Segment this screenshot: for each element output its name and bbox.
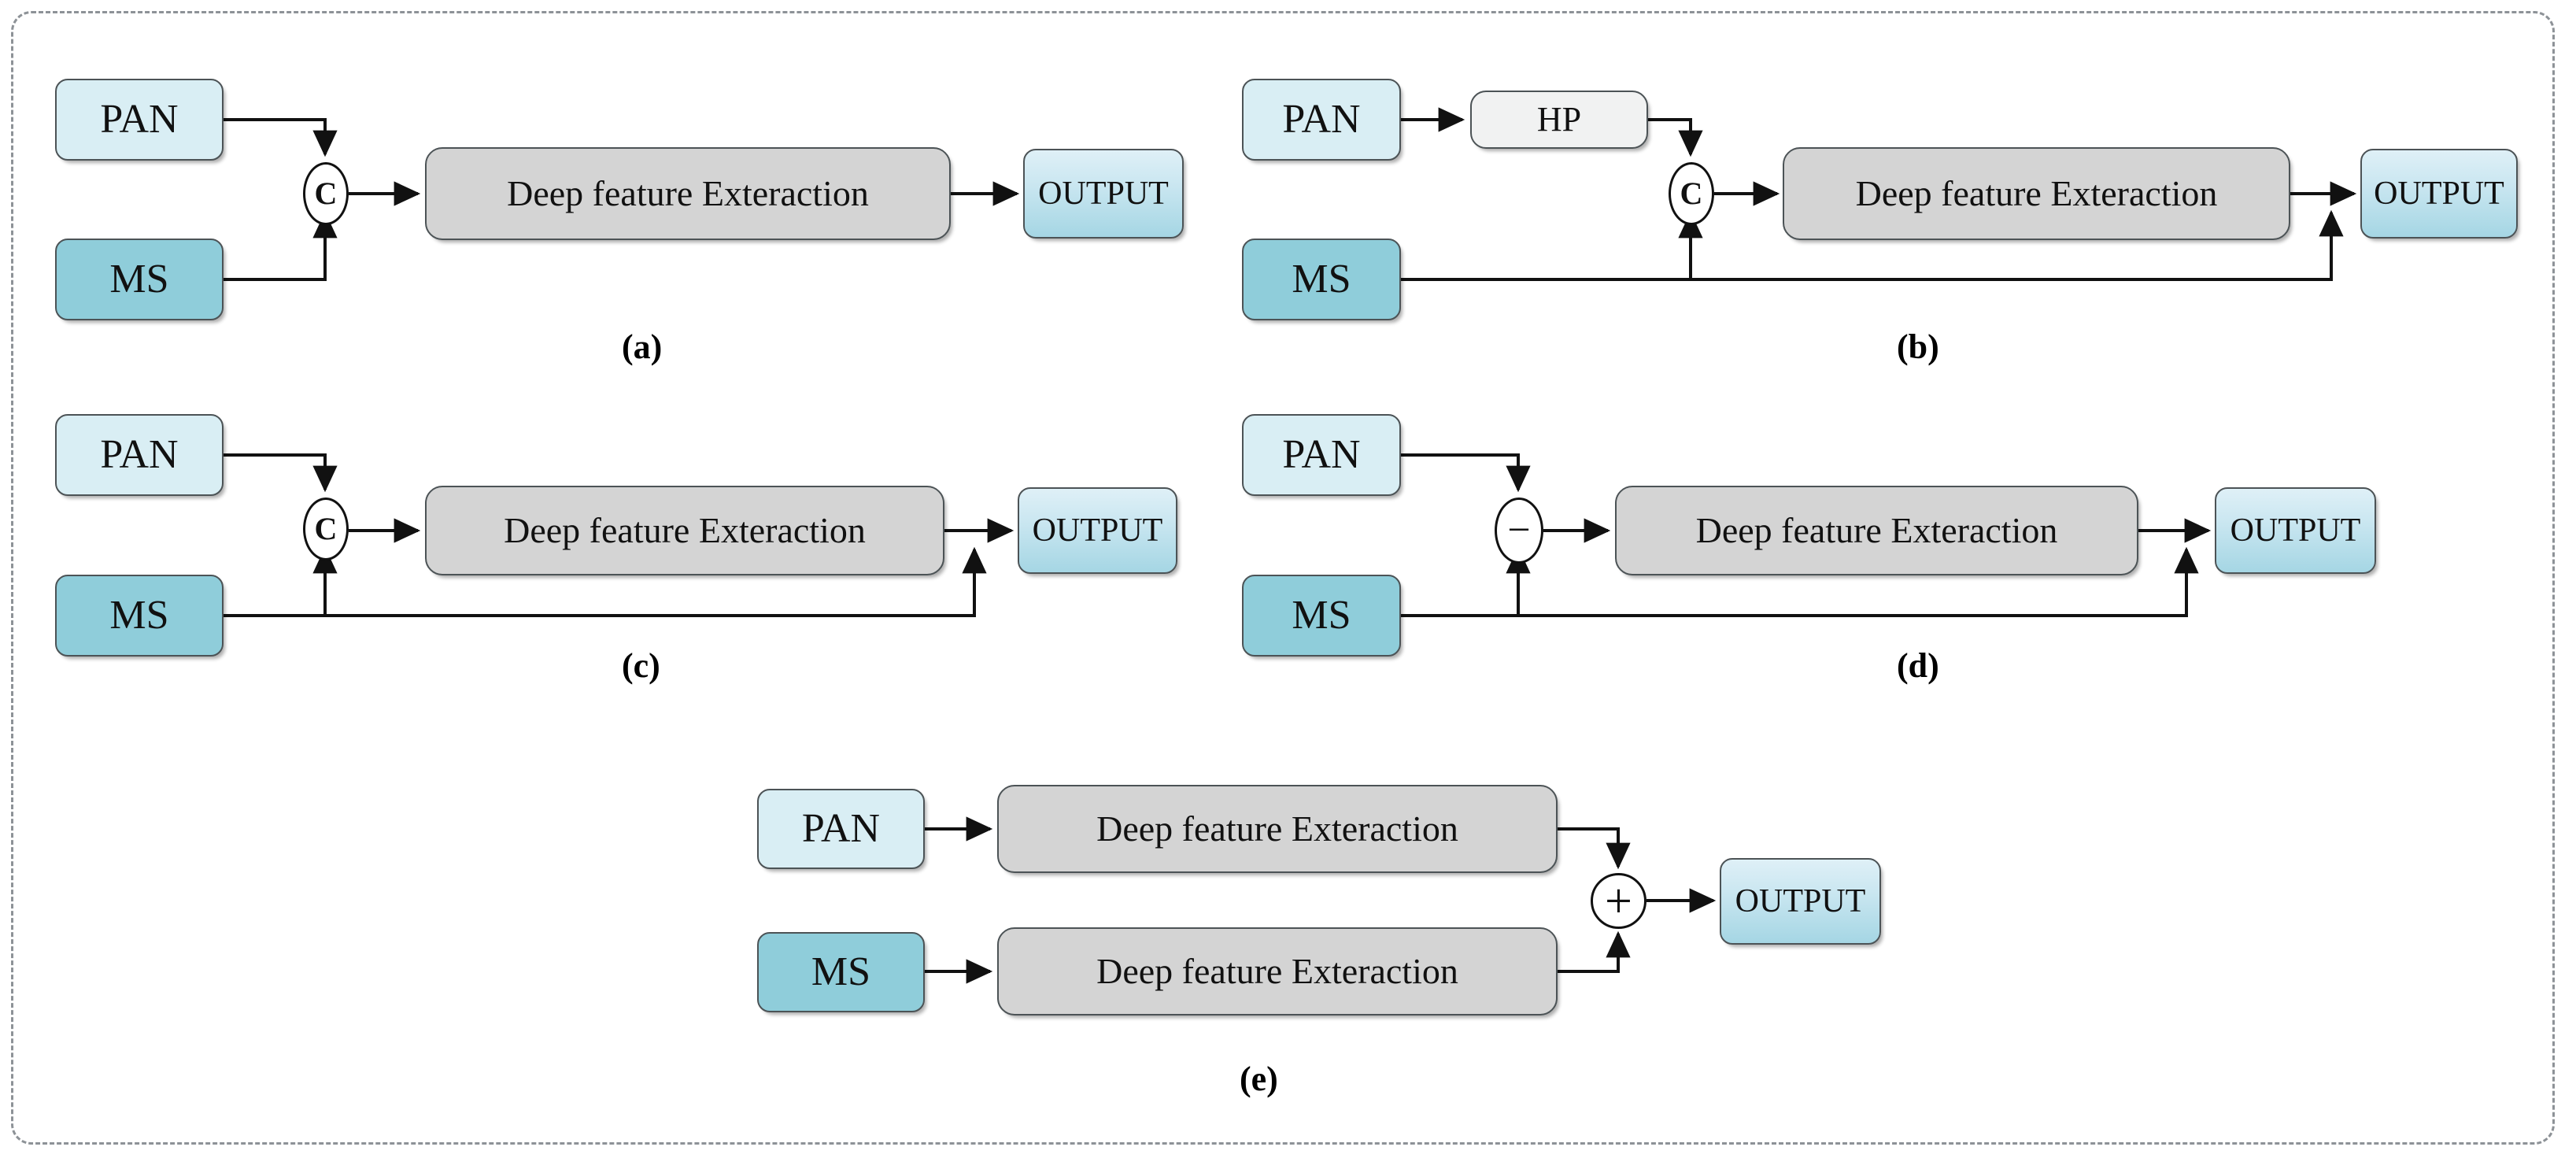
- panel-d-pan-node[interactable]: PAN: [1242, 414, 1401, 496]
- panel-a-output-label: OUTPUT: [1038, 176, 1169, 212]
- panel-b-output-node[interactable]: OUTPUT: [2360, 149, 2518, 239]
- panel-d-output-label: OUTPUT: [2230, 512, 2361, 549]
- panel-d-pan-label: PAN: [1282, 432, 1361, 477]
- panel-e-output-node[interactable]: OUTPUT: [1720, 858, 1881, 945]
- panel-a-concat-symbol: C: [314, 176, 338, 211]
- panel-d-output-node[interactable]: OUTPUT: [2215, 487, 2376, 574]
- panel-b-hp-label: HP: [1536, 100, 1582, 139]
- panel-e-ms-label: MS: [811, 949, 871, 994]
- panel-a-ms-label: MS: [109, 257, 169, 301]
- panel-a-ms-node[interactable]: MS: [55, 239, 224, 320]
- panel-b-concat-operator[interactable]: C: [1669, 162, 1714, 225]
- panel-e-ms-node[interactable]: MS: [757, 932, 925, 1012]
- panel-b-caption: (b): [1897, 327, 1939, 366]
- panel-a-caption: (a): [622, 327, 663, 366]
- panel-c-caption: (c): [622, 646, 660, 685]
- panel-a-pan-node[interactable]: PAN: [55, 79, 224, 161]
- panel-e-add-symbol: +: [1605, 874, 1632, 928]
- panel-e-deep-feature-top-node[interactable]: Deep feature Exteraction: [997, 785, 1558, 873]
- panel-d-deep-feature-label: Deep feature Exteraction: [1695, 510, 2058, 550]
- panel-a-concat-operator[interactable]: C: [303, 162, 349, 225]
- panel-c-concat-operator[interactable]: C: [303, 498, 349, 560]
- panel-d-ms-label: MS: [1292, 593, 1351, 638]
- panel-c-pan-label: PAN: [100, 432, 179, 477]
- panel-a-deep-feature-label: Deep feature Exteraction: [507, 173, 869, 213]
- panel-c-output-node[interactable]: OUTPUT: [1018, 487, 1177, 574]
- panel-b-ms-label: MS: [1292, 257, 1351, 301]
- panel-b-output-label: OUTPUT: [2374, 176, 2504, 212]
- panel-e-deep-feature-bottom-label: Deep feature Exteraction: [1096, 951, 1458, 991]
- panel-b-ms-node[interactable]: MS: [1242, 239, 1401, 320]
- panel-c-pan-node[interactable]: PAN: [55, 414, 224, 496]
- panel-e-output-label: OUTPUT: [1735, 883, 1866, 919]
- panel-e-caption: (e): [1240, 1060, 1278, 1098]
- figure-dashed-border: [11, 11, 2555, 1145]
- panel-b-pan-label: PAN: [1282, 97, 1361, 142]
- panel-d-subtract-operator[interactable]: −: [1495, 498, 1543, 564]
- panel-c-concat-symbol: C: [314, 511, 338, 546]
- panel-e-pan-node[interactable]: PAN: [757, 789, 925, 869]
- panel-e-add-operator[interactable]: +: [1591, 873, 1646, 929]
- panel-b-hp-node[interactable]: HP: [1470, 91, 1648, 149]
- panel-b-deep-feature-label: Deep feature Exteraction: [1855, 173, 2218, 213]
- panel-c-ms-label: MS: [109, 593, 169, 638]
- panel-b-concat-symbol: C: [1680, 176, 1703, 211]
- panel-c-output-label: OUTPUT: [1032, 512, 1163, 549]
- panel-d-ms-node[interactable]: MS: [1242, 575, 1401, 657]
- panel-d-caption: (d): [1897, 646, 1939, 685]
- panel-e-deep-feature-top-label: Deep feature Exteraction: [1096, 808, 1458, 849]
- panel-a-output-node[interactable]: OUTPUT: [1023, 149, 1184, 239]
- panel-c-ms-node[interactable]: MS: [55, 575, 224, 657]
- panel-d-subtract-symbol: −: [1507, 508, 1531, 553]
- panel-e-deep-feature-bottom-node[interactable]: Deep feature Exteraction: [997, 927, 1558, 1015]
- panel-c-deep-feature-label: Deep feature Exteraction: [504, 510, 866, 550]
- panel-e-pan-label: PAN: [801, 806, 881, 851]
- panel-a-deep-feature-node[interactable]: Deep feature Exteraction: [425, 147, 951, 240]
- panel-d-deep-feature-node[interactable]: Deep feature Exteraction: [1615, 486, 2138, 575]
- panel-b-deep-feature-node[interactable]: Deep feature Exteraction: [1783, 147, 2290, 240]
- panel-a-pan-label: PAN: [100, 97, 179, 142]
- panel-c-deep-feature-node[interactable]: Deep feature Exteraction: [425, 486, 944, 575]
- panel-b-pan-node[interactable]: PAN: [1242, 79, 1401, 161]
